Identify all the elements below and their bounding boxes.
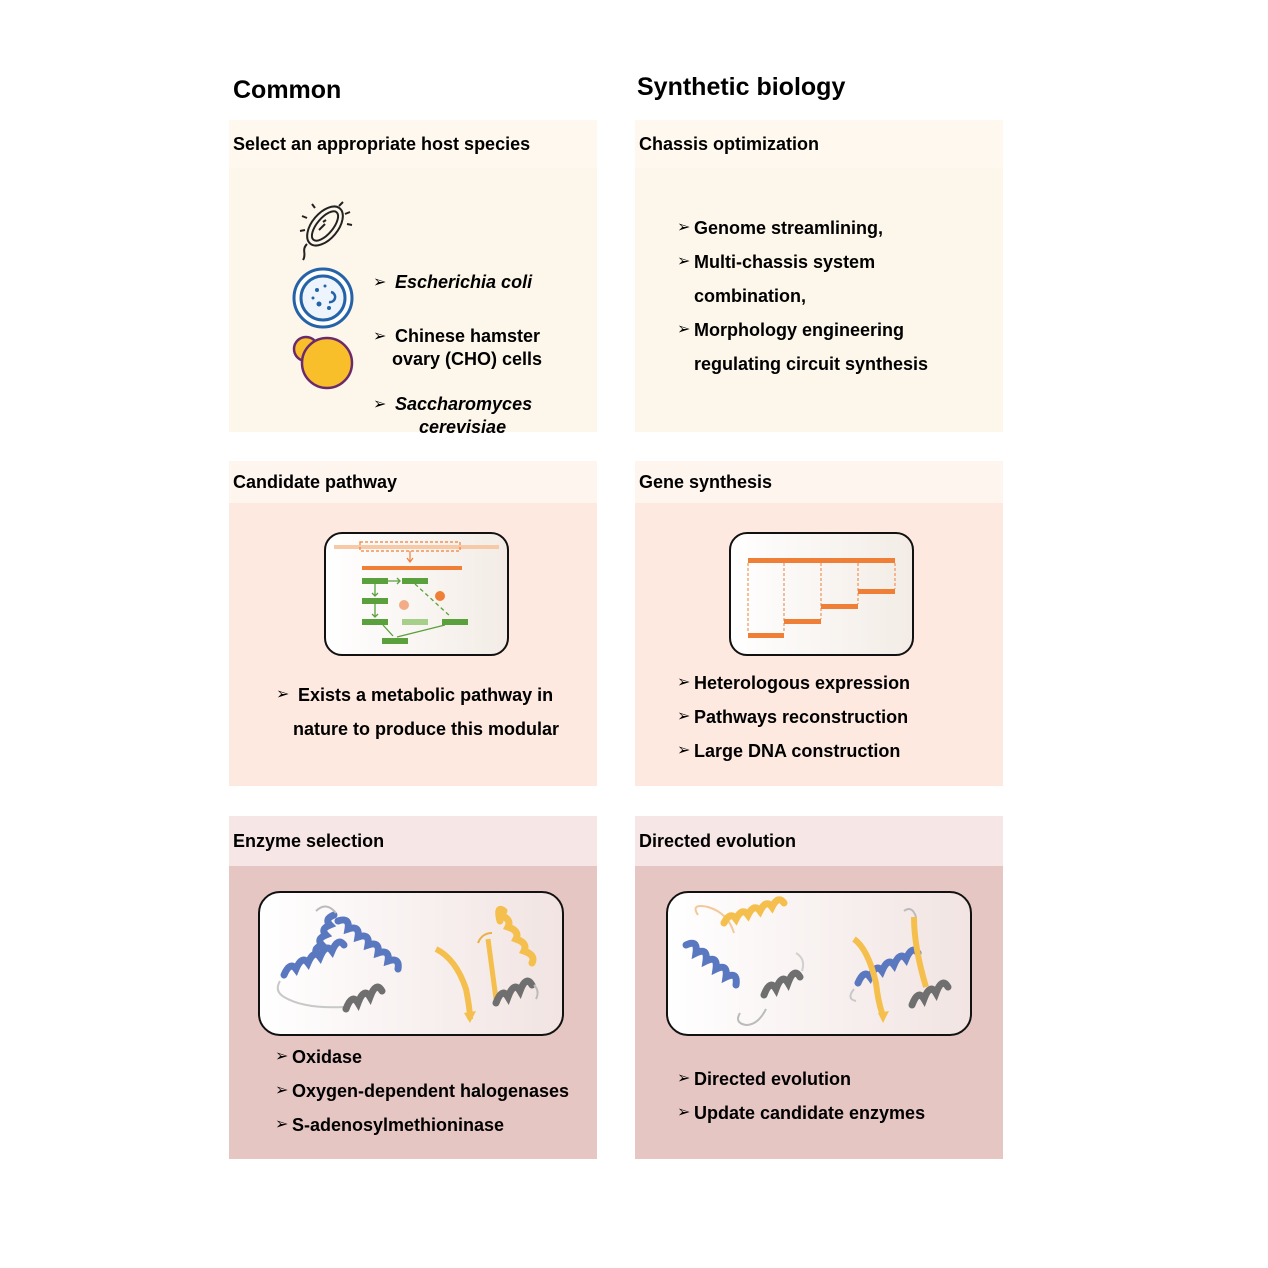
bullet-text: Directed evolution	[694, 1069, 852, 1089]
left-column-title: Common	[233, 76, 342, 104]
bullet-item: ➢Pathways reconstruction	[677, 700, 910, 734]
host-label-line2: ovary (CHO) cells	[392, 349, 543, 369]
dna-assembly-diagram	[747, 558, 896, 638]
bullet-item: ➢Directed evolution	[677, 1062, 925, 1096]
pathway-figure	[324, 532, 509, 656]
panel-body: ➢ Escherichia coli ➢ Chinese hamster ova…	[229, 168, 597, 437]
bullet-item: ➢Oxygen-dependent halogenases	[275, 1074, 569, 1108]
metabolic-pathway-diagram	[334, 541, 499, 644]
protein-structures-diagram	[276, 905, 539, 1023]
right-column-title: Synthetic biology	[637, 73, 846, 101]
gene-synthesis-panel: Gene synthesis ➢	[635, 461, 1003, 786]
panel-body: ➢ Exists a metabolic pathway in nature t…	[229, 503, 597, 786]
pathway-bullet: ➢ Exists a metabolic pathway in nature t…	[276, 678, 559, 746]
bullet-marker: ➢	[275, 1048, 289, 1065]
bullet-text: Morphology engineering regulating circui…	[694, 320, 929, 374]
enzyme-structure-figure	[258, 891, 564, 1036]
evolved-protein-structures-diagram	[682, 896, 952, 1027]
bullet-text: Pathways reconstruction	[694, 707, 909, 727]
panel-body: ➢Directed evolution ➢Update candidate en…	[635, 866, 1003, 1159]
bullet-text-line2: nature to produce this modular	[293, 719, 560, 739]
host-label-line2: cerevisiae	[419, 417, 507, 437]
host-label-line1: Saccharomyces	[395, 394, 533, 414]
panel-title: Candidate pathway	[229, 461, 597, 503]
bullet-marker: ➢	[677, 219, 691, 236]
panel-title: Gene synthesis	[635, 461, 1003, 503]
bullet-marker: ➢	[677, 742, 691, 759]
bullet-text-line1: Exists a metabolic pathway in	[298, 685, 554, 705]
panel-title: Directed evolution	[635, 816, 1003, 866]
chassis-bullet-list: ➢Genome streamlining, ➢Multi-chassis sys…	[677, 211, 987, 381]
bullet-item: ➢Heterologous expression	[677, 666, 910, 700]
bullet-marker: ➢	[677, 1104, 691, 1121]
bullet-text: Heterologous expression	[694, 673, 911, 693]
gene-bullet-list: ➢Heterologous expression ➢Pathways recon…	[677, 666, 910, 768]
panel-body: ➢Genome streamlining, ➢Multi-chassis sys…	[635, 168, 1003, 432]
bullet-item: ➢S-adenosylmethioninase	[275, 1108, 569, 1142]
bullet-text: Update candidate enzymes	[694, 1103, 926, 1123]
bullet-item: ➢Multi-chassis system combination,	[677, 245, 987, 313]
bullet-text: Large DNA construction	[694, 741, 901, 761]
bullet-text: Oxidase	[292, 1047, 363, 1067]
evolution-structure-figure	[666, 891, 972, 1036]
host-label: Escherichia coli	[395, 272, 533, 292]
directed-evolution-panel: Directed evolution	[635, 816, 1003, 1159]
gene-assembly-figure	[729, 532, 914, 656]
chassis-optimization-panel: Chassis optimization ➢Genome streamlinin…	[635, 120, 1003, 432]
panel-title: Chassis optimization	[635, 120, 1003, 168]
host-item-yeast: ➢ Saccharomyces cerevisiae	[373, 393, 532, 439]
bullet-marker: ➢	[373, 274, 387, 291]
panel-title: Enzyme selection	[229, 816, 597, 866]
yeast-icon	[292, 335, 354, 390]
panel-body: ➢Heterologous expression ➢Pathways recon…	[635, 503, 1003, 786]
bullet-text: Multi-chassis system combination,	[694, 252, 876, 306]
bullet-item: ➢Update candidate enzymes	[677, 1096, 925, 1130]
bullet-marker: ➢	[373, 328, 387, 345]
bullet-text: S-adenosylmethioninase	[292, 1115, 505, 1135]
bullet-marker: ➢	[275, 1082, 289, 1099]
bullet-marker: ➢	[677, 674, 691, 691]
bullet-text: Oxygen-dependent halogenases	[292, 1081, 570, 1101]
enzyme-selection-panel: Enzyme selection	[229, 816, 597, 1159]
bullet-marker: ➢	[677, 321, 691, 338]
evolution-bullet-list: ➢Directed evolution ➢Update candidate en…	[677, 1062, 925, 1130]
candidate-pathway-panel: Candidate pathway	[229, 461, 597, 786]
host-label-line1: Chinese hamster	[395, 326, 541, 346]
bullet-marker: ➢	[677, 1070, 691, 1087]
bullet-item: ➢Large DNA construction	[677, 734, 910, 768]
host-species-panel: Select an appropriate host species ➢ Esc…	[229, 120, 597, 437]
bullet-item: ➢Morphology engineering regulating circu…	[677, 313, 987, 381]
panel-body: ➢Oxidase ➢Oxygen-dependent halogenases ➢…	[229, 866, 597, 1159]
panel-title: Select an appropriate host species	[229, 120, 597, 168]
bullet-text: Genome streamlining,	[694, 218, 884, 238]
bullet-marker: ➢	[677, 708, 691, 725]
host-item-cho: ➢ Chinese hamster ovary (CHO) cells	[373, 325, 542, 371]
bullet-marker: ➢	[373, 396, 387, 413]
bacterium-icon	[299, 201, 353, 261]
bullet-marker: ➢	[276, 686, 290, 703]
cell-icon	[292, 267, 354, 329]
bullet-item: ➢Oxidase	[275, 1040, 569, 1074]
host-item-ecoli: ➢ Escherichia coli	[373, 271, 532, 294]
bullet-marker: ➢	[275, 1116, 289, 1133]
enzyme-bullet-list: ➢Oxidase ➢Oxygen-dependent halogenases ➢…	[275, 1040, 569, 1142]
bullet-marker: ➢	[677, 253, 691, 270]
bullet-item: ➢Genome streamlining,	[677, 211, 987, 245]
